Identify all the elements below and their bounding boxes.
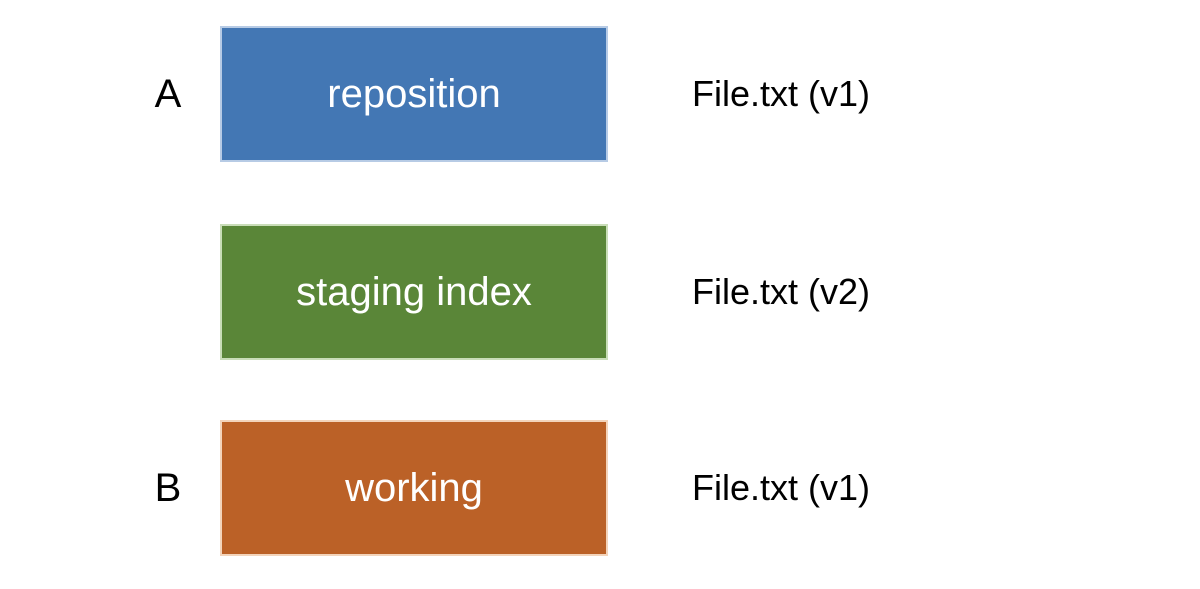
staging-index-file-version-label: File.txt (v2) (692, 271, 871, 312)
staging-index-box: staging index (220, 224, 608, 360)
working-box: working (220, 420, 608, 556)
diagram-row-staging-index: staging index File.txt (v2) (0, 224, 1200, 360)
row-b-label: B (154, 466, 182, 510)
reposition-file-version-label: File.txt (v1) (692, 73, 871, 114)
reposition-box: reposition (220, 26, 608, 162)
working-box-label: working (345, 466, 483, 510)
diagram-row-reposition: A reposition File.txt (v1) (0, 26, 1200, 162)
staging-index-box-label: staging index (296, 270, 532, 314)
diagram-row-working: B working File.txt (v1) (0, 420, 1200, 556)
working-file-version-label: File.txt (v1) (692, 467, 871, 508)
reposition-box-label: reposition (327, 72, 501, 116)
row-a-label: A (154, 72, 182, 116)
